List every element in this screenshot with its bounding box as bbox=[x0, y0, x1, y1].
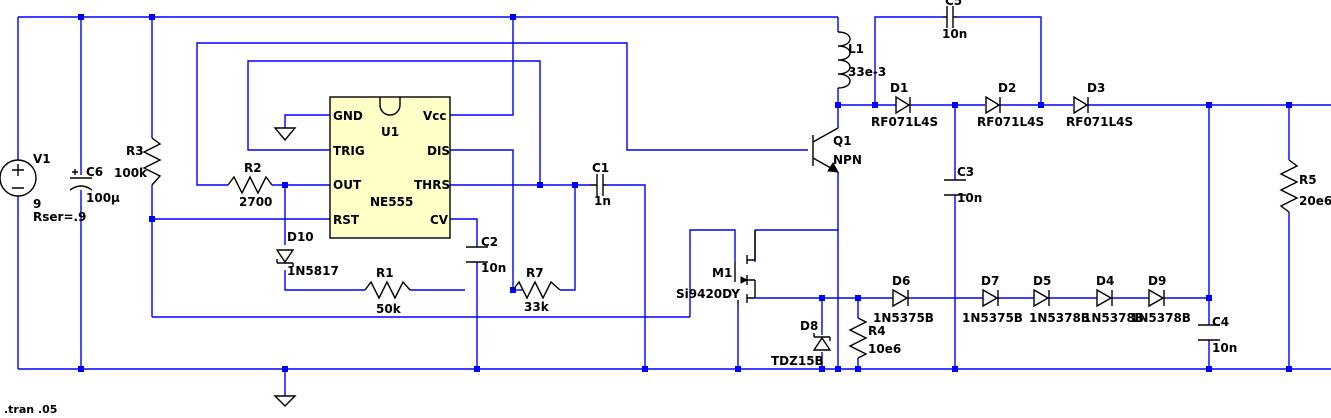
d8-zener: D8 TDZ15B bbox=[771, 319, 832, 368]
d9-name: D9 bbox=[1148, 274, 1166, 288]
d5-value: 1N5378B bbox=[1029, 311, 1090, 325]
u1-pin-rst: RST bbox=[333, 213, 360, 227]
d10-name: D10 bbox=[287, 230, 314, 244]
c3-name: C3 bbox=[957, 165, 974, 179]
u1-pin-gnd: GND bbox=[333, 109, 363, 123]
d10-diode: D10 1N5817 bbox=[275, 230, 339, 278]
r2-resistor: R2 2700 bbox=[227, 161, 273, 209]
d3-name: D3 bbox=[1087, 81, 1105, 95]
d2-name: D2 bbox=[998, 81, 1016, 95]
u1-part: NE555 bbox=[370, 195, 413, 209]
m1-name: M1 bbox=[712, 266, 732, 280]
v1-source: V1 9 Rser=.9 bbox=[0, 152, 86, 224]
c4-value: 10n bbox=[1212, 341, 1237, 355]
q1-value: NPN bbox=[833, 153, 862, 167]
q1-transistor: Q1 NPN bbox=[812, 127, 862, 173]
d8-name: D8 bbox=[800, 319, 818, 333]
d4-value: 1N5378B bbox=[1083, 311, 1144, 325]
d7-value: 1N5375B bbox=[962, 311, 1023, 325]
d8-value: TDZ15B bbox=[771, 354, 824, 368]
q1-name: Q1 bbox=[833, 134, 852, 148]
r1-resistor: R1 50k bbox=[364, 266, 411, 316]
l1-name: L1 bbox=[848, 42, 864, 56]
c4-capacitor: C4 10n bbox=[1198, 315, 1237, 355]
c6-name: C6 bbox=[86, 165, 103, 179]
u1-name: U1 bbox=[381, 125, 399, 139]
m1-mosfet: M1 Si9420DY bbox=[676, 230, 756, 305]
c5-name: C5 bbox=[945, 0, 962, 8]
d3-value: RF071L4S bbox=[1066, 115, 1133, 129]
v1-param: Rser=.9 bbox=[33, 210, 86, 224]
m1-value: Si9420DY bbox=[676, 287, 740, 301]
d4-name: D4 bbox=[1096, 274, 1114, 288]
ground-icon bbox=[273, 127, 297, 142]
r1-name: R1 bbox=[376, 266, 394, 280]
ground-icon bbox=[273, 395, 297, 407]
c1-capacitor: C1 1n bbox=[590, 161, 611, 208]
u1-pin-vcc: Vcc bbox=[423, 109, 447, 123]
l1-value: 33e-3 bbox=[848, 65, 886, 79]
u1-pin-trig: TRIG bbox=[333, 144, 365, 158]
d10-value: 1N5817 bbox=[287, 264, 339, 278]
simulation-directive: .tran .05 bbox=[4, 403, 57, 416]
c1-value: 1n bbox=[594, 194, 611, 208]
c6-capacitor: C6 100µ bbox=[69, 165, 120, 205]
r4-name: R4 bbox=[868, 324, 886, 338]
u1-pin-thrs: THRS bbox=[414, 178, 450, 192]
c2-capacitor: C2 10n bbox=[466, 235, 506, 275]
d3-diode: D3 RF071L4S bbox=[1066, 81, 1133, 129]
c2-value: 10n bbox=[481, 261, 506, 275]
r3-resistor: R3 100k bbox=[114, 137, 162, 186]
u1-pin-cv: CV bbox=[430, 213, 449, 227]
d9-value: 1N5378B bbox=[1130, 311, 1191, 325]
l1-inductor: L1 33e-3 bbox=[837, 31, 886, 89]
c3-value: 10n bbox=[957, 191, 982, 205]
r3-value: 100k bbox=[114, 166, 148, 180]
d7-name: D7 bbox=[981, 274, 999, 288]
r2-name: R2 bbox=[244, 161, 262, 175]
c1-name: C1 bbox=[592, 161, 609, 175]
r3-name: R3 bbox=[126, 144, 144, 158]
d6-name: D6 bbox=[892, 274, 910, 288]
c6-value: 100µ bbox=[86, 191, 120, 205]
d5-name: D5 bbox=[1033, 274, 1051, 288]
c5-capacitor: C5 10n bbox=[942, 0, 967, 41]
r1-value: 50k bbox=[376, 302, 402, 316]
r5-resistor: R5 20e6 bbox=[1279, 159, 1331, 213]
r4-resistor: R4 10e6 bbox=[848, 317, 901, 359]
c2-name: C2 bbox=[481, 235, 498, 249]
c4-name: C4 bbox=[1212, 315, 1229, 329]
v1-name: V1 bbox=[33, 152, 51, 166]
r7-resistor: R7 33k bbox=[512, 266, 561, 314]
r2-value: 2700 bbox=[239, 195, 272, 209]
d5-diode: D5 1N5378B bbox=[1029, 274, 1090, 325]
r5-value: 20e6 bbox=[1299, 194, 1331, 208]
d2-value: RF071L4S bbox=[977, 115, 1044, 129]
r7-name: R7 bbox=[526, 266, 544, 280]
ground-symbols bbox=[273, 127, 297, 407]
u1-ic: GND Vcc U1 TRIG DIS OUT THRS NE555 RST C… bbox=[329, 96, 451, 239]
u1-pin-dis: DIS bbox=[427, 144, 450, 158]
r7-value: 33k bbox=[524, 300, 550, 314]
wires bbox=[17, 16, 1331, 370]
d1-name: D1 bbox=[890, 81, 908, 95]
v1-value: 9 bbox=[33, 197, 41, 211]
c3-capacitor: C3 10n bbox=[944, 165, 982, 205]
d2-diode: D2 RF071L4S bbox=[977, 81, 1044, 129]
d6-diode: D6 1N5375B bbox=[873, 274, 934, 325]
d9-diode: D9 1N5378B bbox=[1130, 274, 1191, 325]
d1-value: RF071L4S bbox=[871, 115, 938, 129]
r5-name: R5 bbox=[1299, 173, 1317, 187]
d1-diode: D1 RF071L4S bbox=[871, 81, 938, 129]
c5-value: 10n bbox=[942, 27, 967, 41]
r4-value: 10e6 bbox=[868, 342, 901, 356]
d4-diode: D4 1N5378B bbox=[1083, 274, 1144, 325]
d7-diode: D7 1N5375B bbox=[962, 274, 1023, 325]
d6-value: 1N5375B bbox=[873, 311, 934, 325]
u1-pin-out: OUT bbox=[333, 178, 362, 192]
